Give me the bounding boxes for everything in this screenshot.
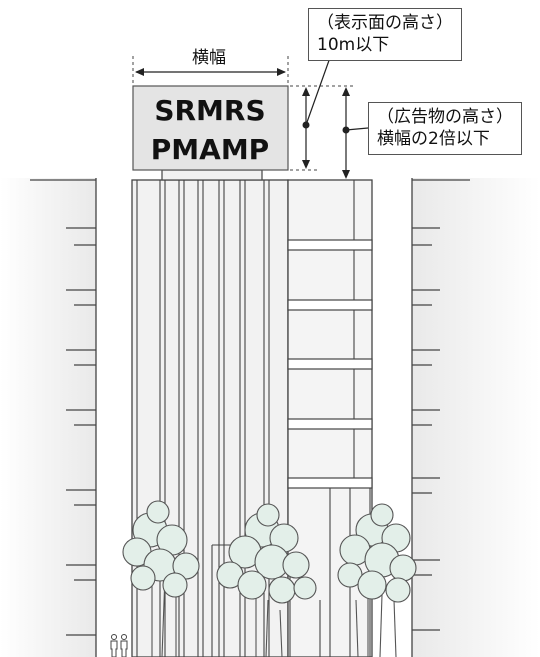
sign-glyph-row-2: PMAMP xyxy=(151,133,269,166)
width-dimension: 横幅 xyxy=(132,48,289,86)
ad-height-title: （広告物の高さ） xyxy=(377,107,513,127)
ad-height-limit: 横幅の2倍以下 xyxy=(377,129,490,149)
ad-height-leader xyxy=(345,127,369,131)
street-trees xyxy=(122,500,417,657)
height-dimensions xyxy=(290,51,369,179)
pedestrians xyxy=(110,634,128,657)
left-neighbor-building xyxy=(0,178,97,657)
display-height-leader xyxy=(305,51,333,126)
right-neighbor-building xyxy=(411,178,540,657)
display-height-label: （表示面の高さ） 10m以下 xyxy=(308,8,462,61)
tree-center xyxy=(216,503,317,657)
width-label: 横幅 xyxy=(192,48,226,68)
tree-left xyxy=(122,500,200,657)
display-height-limit: 10m以下 xyxy=(317,35,390,55)
ad-height-label: （広告物の高さ） 横幅の2倍以下 xyxy=(368,102,522,155)
display-height-title: （表示面の高さ） xyxy=(317,13,453,33)
rooftop-sign: SRMRS PMAMP xyxy=(132,85,289,181)
sign-panel xyxy=(132,85,289,171)
tree-right xyxy=(337,503,417,657)
sign-glyph-row-1: SRMRS xyxy=(154,94,265,127)
sign-support xyxy=(161,169,263,181)
